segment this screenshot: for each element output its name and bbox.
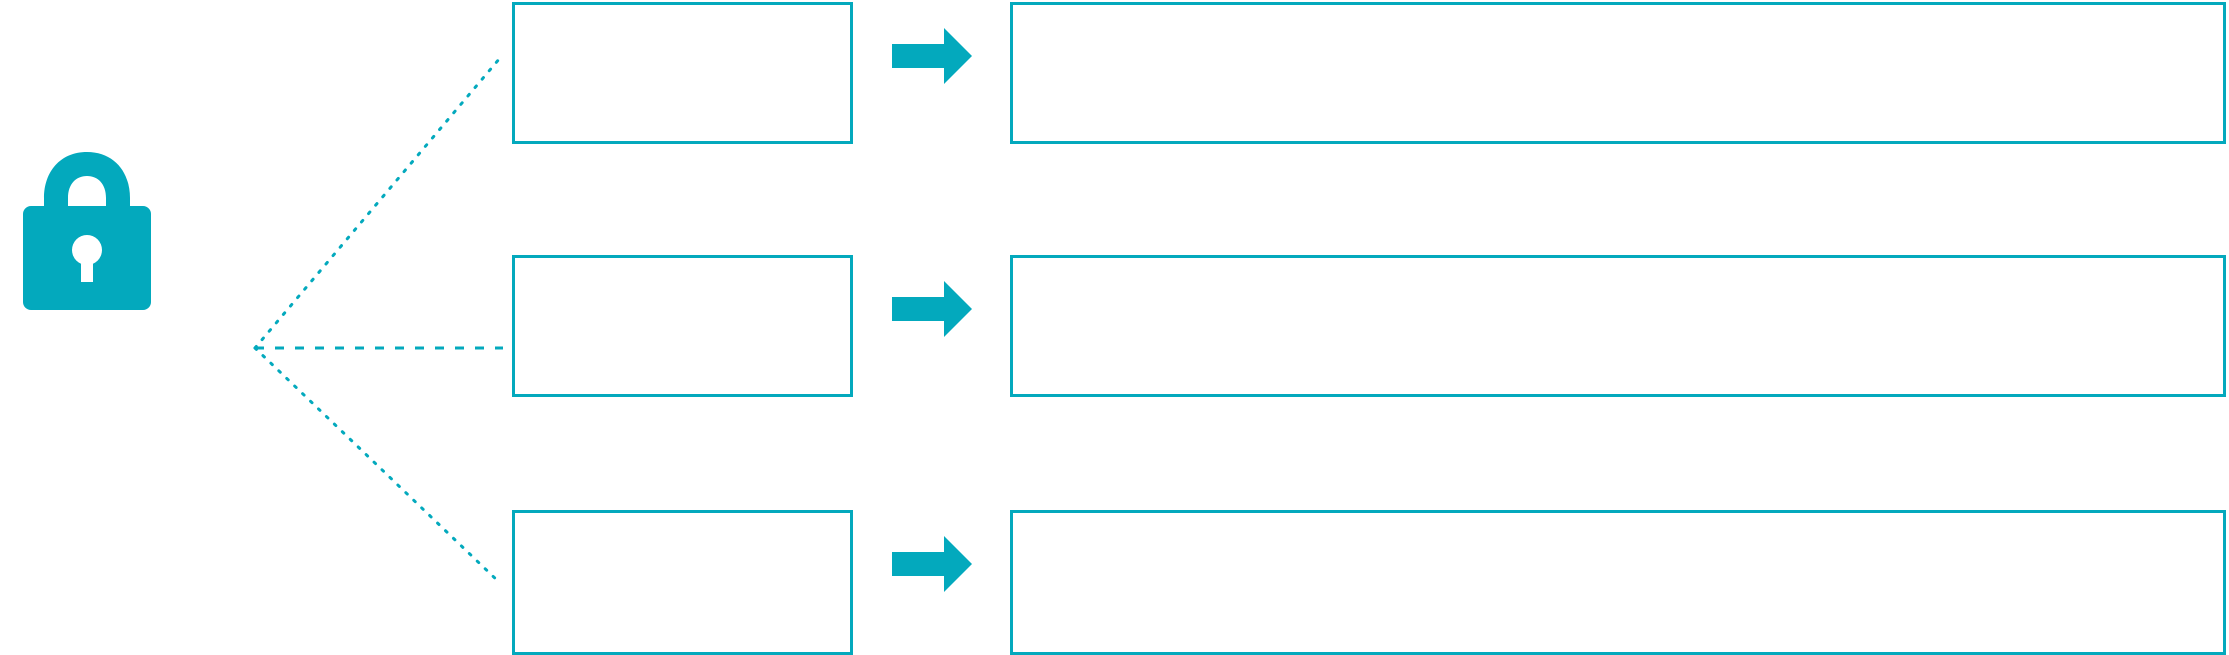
row-3-small-box[interactable]	[512, 510, 853, 655]
row-3-large-box-label	[1013, 513, 2223, 533]
row-1-small-box[interactable]	[512, 2, 853, 144]
row-2-small-box-label	[515, 258, 850, 278]
connector-line-row-3	[253, 346, 502, 585]
row-1-small-box-label	[515, 5, 850, 25]
row-3-large-box[interactable]	[1010, 510, 2226, 655]
row-3-right-arrow-icon	[892, 536, 972, 592]
padlock-icon	[22, 150, 152, 312]
row-2-right-arrow-icon	[892, 281, 972, 337]
row-1-large-box[interactable]	[1010, 2, 2226, 144]
row-2-small-box[interactable]	[512, 255, 853, 397]
row-2-large-box[interactable]	[1010, 255, 2226, 397]
row-1-right-arrow-icon	[892, 28, 972, 84]
row-1-large-box-label	[1013, 5, 2223, 25]
connector-line-row-1	[253, 56, 502, 350]
row-3-small-box-label	[515, 513, 850, 533]
row-2-large-box-label	[1013, 258, 2223, 278]
